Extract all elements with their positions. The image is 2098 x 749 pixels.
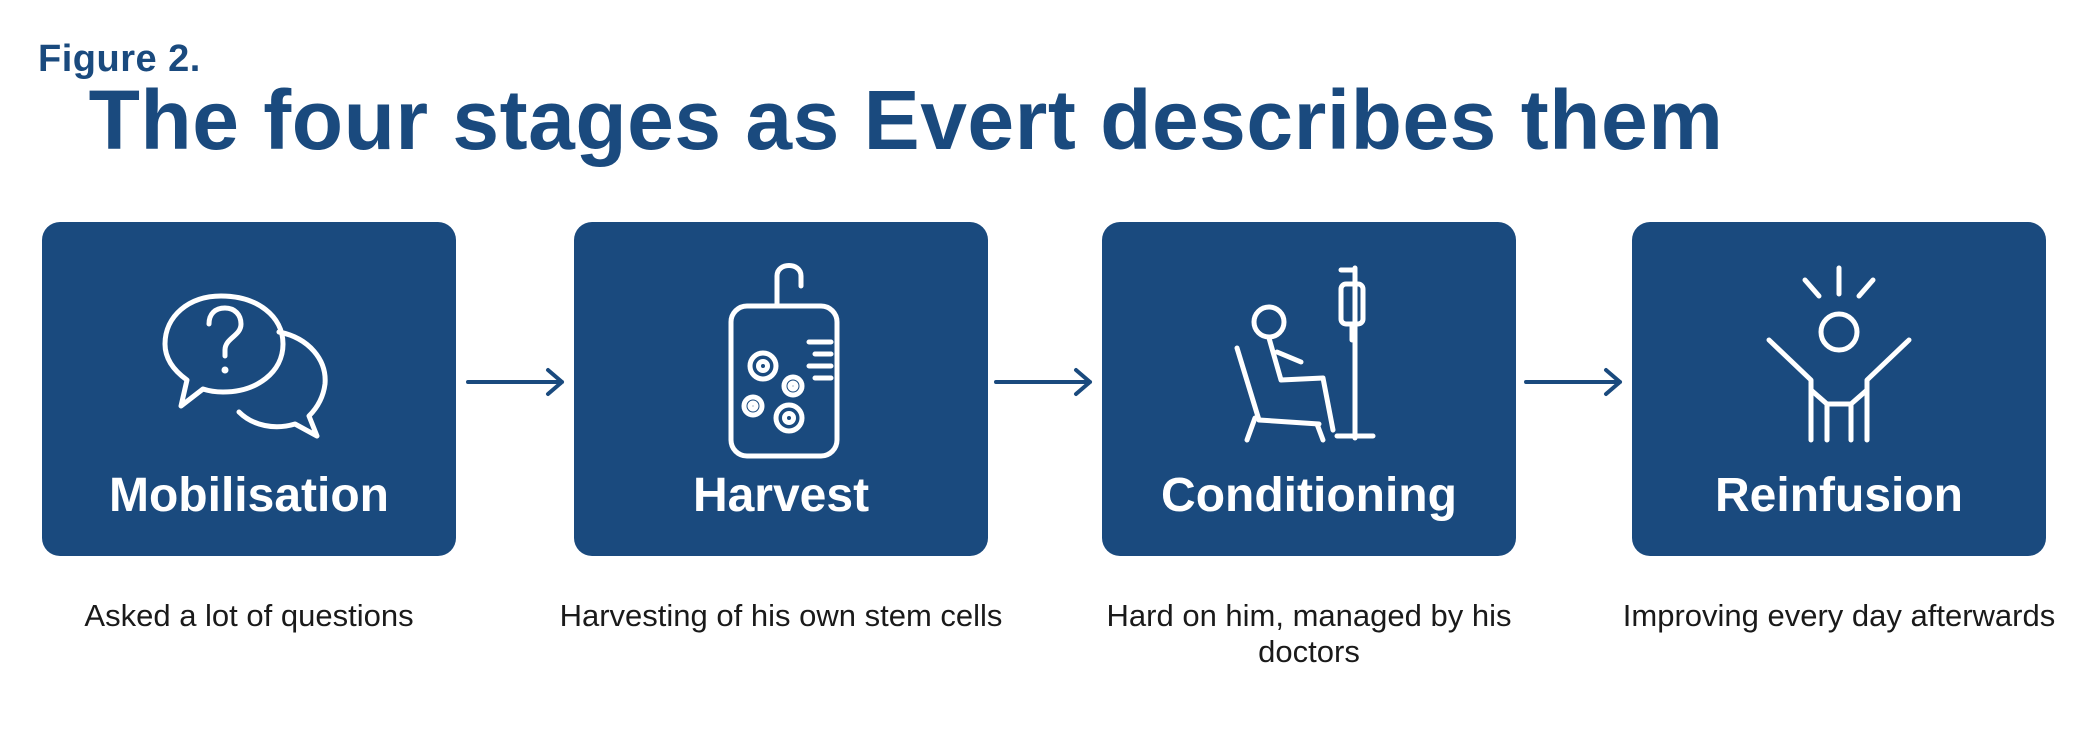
question-speech-bubbles-icon: [162, 293, 328, 439]
stage-description: Harvesting of his own stem cells: [559, 598, 1003, 633]
stage-description: Asked a lot of questions: [84, 598, 414, 633]
stage-label: Harvest: [692, 469, 870, 522]
stage-description: Improving every day afterwards: [1622, 598, 2056, 633]
stage-label: Conditioning: [1161, 469, 1457, 522]
page-title: The four stages as Evert describes them: [88, 73, 1724, 167]
cell-collection-bag-icon: [728, 263, 840, 459]
stage-card-mobilisation: Mobilisation: [42, 222, 456, 556]
arrow-right-icon: [994, 368, 1092, 396]
stage-label: Mobilisation: [109, 469, 389, 522]
patient-iv-drip-icon: [1234, 265, 1376, 443]
arrow-right-icon: [466, 368, 564, 396]
stage-card-harvest: Harvest: [574, 222, 988, 556]
stage-label: Reinfusion: [1715, 469, 1963, 522]
stage-description: Hard on him, managed by his doctors: [1106, 598, 1512, 669]
celebrating-person-icon: [1766, 265, 1912, 443]
stage-card-conditioning: Conditioning: [1102, 222, 1516, 556]
stage-card-reinfusion: Reinfusion: [1632, 222, 2046, 556]
arrow-right-icon: [1524, 368, 1622, 396]
figure-label: Figure 2.: [38, 38, 201, 80]
